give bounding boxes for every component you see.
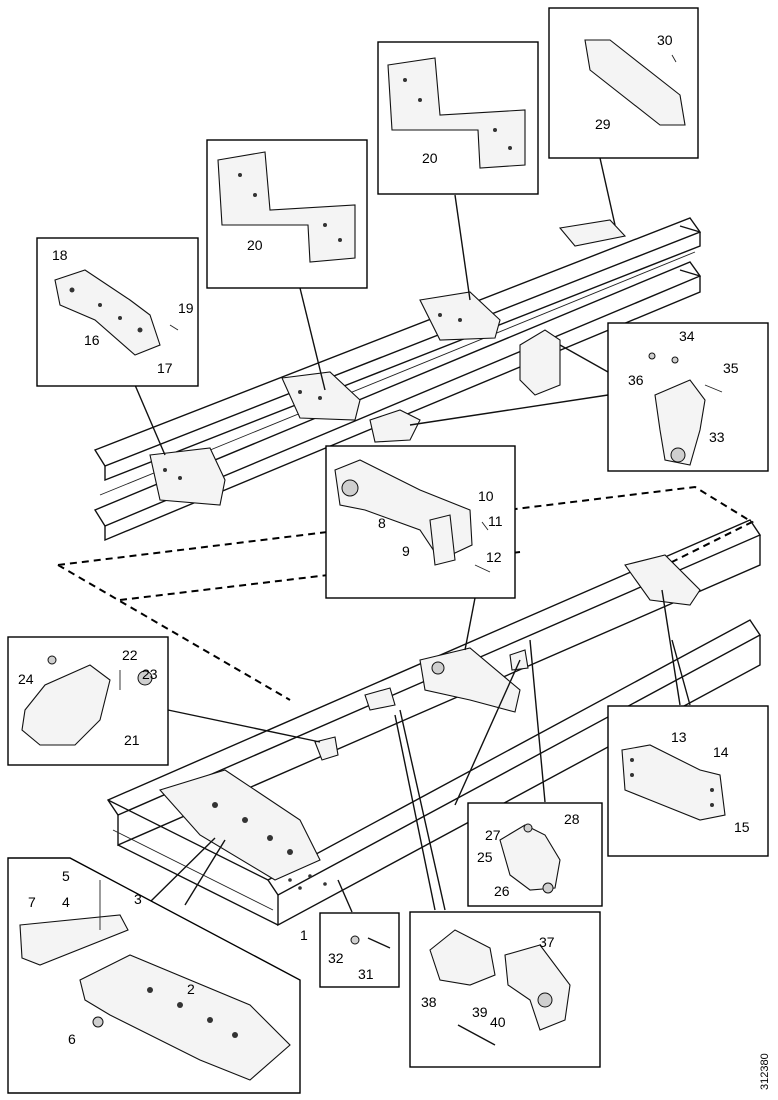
callout-6: 6 [68,1031,76,1047]
detail-box-bracket-21 [7,636,169,766]
callout-30: 30 [657,32,673,48]
detail-box-crossmember-13 [607,705,769,857]
callout-17: 17 [157,360,173,376]
callout-10: 10 [478,488,494,504]
callout-24: 24 [18,671,34,687]
callout-35: 35 [723,360,739,376]
callout-12: 12 [486,549,502,565]
callout-3: 3 [134,891,142,907]
front-crossmember [159,769,321,881]
bracket-21-mount [314,736,339,761]
detail-box-crossmember-8 [325,445,516,599]
callout-20a: 20 [247,237,263,253]
bracket-25-mount [509,649,529,671]
callout-20b: 20 [422,150,438,166]
detail-box-crossmember-16 [36,237,199,387]
callout-15: 15 [734,819,750,835]
rear-crossmember-16 [149,447,226,506]
callout-2: 2 [187,981,195,997]
detail-box-bracket-37 [409,911,601,1068]
callout-28: 28 [564,811,580,827]
callout-labels: 1234567891011121314151617181920202122232… [18,32,750,1047]
callout-4: 4 [62,894,70,910]
callout-34: 34 [679,328,695,344]
callout-11: 11 [488,513,503,529]
callout-25: 25 [477,849,493,865]
callout-39: 39 [472,1004,488,1020]
detail-box-crossmember-29 [548,7,699,159]
callout-26: 26 [494,883,510,899]
callout-18: 18 [52,247,68,263]
callout-23: 23 [142,666,158,682]
rear-frame-assembly [93,217,702,542]
callout-14: 14 [713,744,729,760]
detail-box-bracket-33 [607,322,769,472]
callout-5: 5 [62,868,70,884]
callout-33: 33 [709,429,725,445]
callout-13: 13 [671,729,687,745]
callout-29: 29 [595,116,611,132]
front-crossmember-13 [624,554,701,606]
rear-crossmember-20b [419,291,501,341]
rear-mount-bracket [369,409,421,443]
rear-crossmember-20a [281,371,361,421]
callout-8: 8 [378,515,386,531]
callout-38: 38 [421,994,437,1010]
detail-box-crossmember-2 [7,857,301,1094]
rear-crossmember-29 [558,219,627,247]
callout-19: 19 [178,300,194,316]
callout-16: 16 [84,332,100,348]
detail-box-crossmember-20a [206,139,368,289]
callout-27: 27 [485,827,501,843]
front-frame-assembly [106,519,762,927]
detail-box-crossmember-20b [377,41,539,195]
callout-1: 1 [300,927,308,943]
rear-bracket-33 [519,329,561,396]
callout-36: 36 [628,372,644,388]
leader-lines [134,157,691,913]
callout-31: 31 [358,966,374,982]
bracket-38-mount [364,687,396,711]
detail-box-bracket-25 [467,802,603,907]
callout-40: 40 [490,1014,506,1030]
callout-37: 37 [539,934,555,950]
callout-22: 22 [122,647,138,663]
callout-7: 7 [28,894,36,910]
callout-9: 9 [402,543,410,559]
figure-number: 312380 [759,1053,771,1090]
callout-32: 32 [328,950,344,966]
callout-21: 21 [124,732,140,748]
dashed-assembly-outline [57,485,755,701]
detail-box-bolt-31 [319,912,400,988]
front-crossmember-8 [419,647,521,713]
